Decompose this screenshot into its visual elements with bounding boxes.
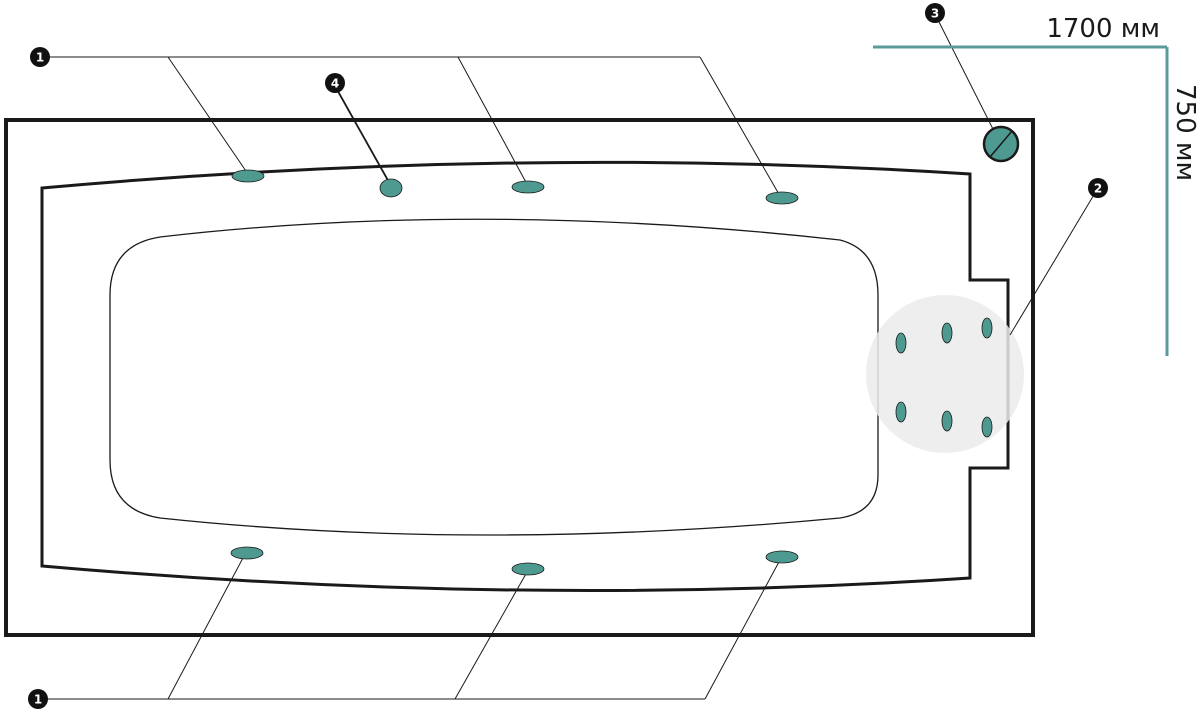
callout-side-jets-top: 1 (30, 47, 50, 67)
tub-inner-edge (40, 160, 1010, 592)
dimension-length-label: 1700 мм (1046, 14, 1160, 44)
jet (981, 317, 993, 339)
leader-lines-side-jets-bottom (40, 555, 781, 700)
jet (511, 180, 545, 194)
leader-line-back-jets (1009, 187, 1099, 336)
jet (981, 416, 993, 438)
jet (511, 562, 545, 576)
svg-text:1: 1 (36, 51, 44, 65)
leader-line-overflow (934, 13, 998, 138)
overflow-drain (982, 125, 1020, 163)
jet (230, 546, 264, 560)
jet (895, 332, 907, 354)
callout-aerator: 4 (325, 73, 345, 93)
side-jets-top (231, 169, 799, 205)
jet (941, 410, 953, 432)
callout-back-jets: 2 (1088, 178, 1108, 198)
side-jets-bottom (230, 546, 799, 576)
dimension-lines (873, 45, 1169, 356)
svg-text:2: 2 (1094, 182, 1102, 196)
aerator-nozzle (379, 178, 403, 198)
jet (231, 169, 265, 183)
svg-text:1: 1 (34, 693, 42, 707)
tub-basin (109, 218, 879, 536)
jet (765, 191, 799, 205)
svg-text:3: 3 (931, 7, 939, 21)
jet (895, 401, 907, 423)
tub-outer-rim (4, 118, 1035, 637)
leader-lines-side-jets-top (40, 56, 781, 197)
jet (941, 322, 953, 344)
back-jets (895, 317, 993, 438)
jet (765, 550, 799, 564)
svg-text:4: 4 (331, 77, 339, 91)
callout-overflow: 3 (925, 3, 945, 23)
dimension-width-label: 750 мм (1170, 84, 1200, 181)
callout-side-jets-bottom: 1 (28, 689, 48, 709)
leader-line-aerator (334, 85, 391, 185)
